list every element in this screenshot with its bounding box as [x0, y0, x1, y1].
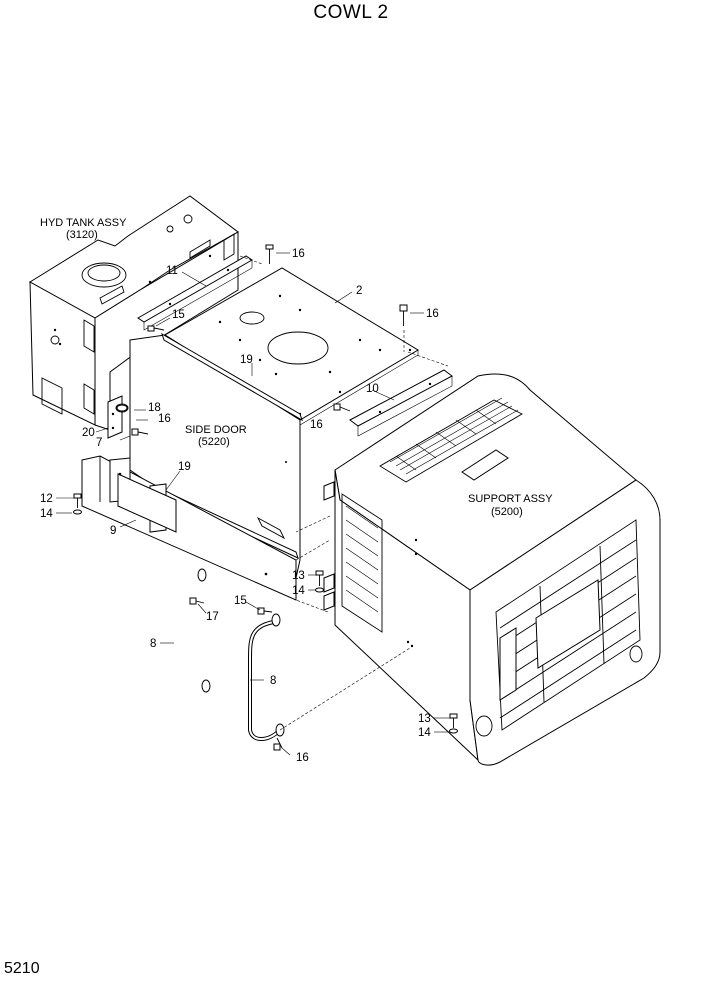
- lower-bracket-9: [81, 455, 297, 601]
- page-number: 5210: [4, 960, 40, 977]
- hinge-bracket-20: [107, 395, 129, 439]
- hyd-tank-code: (3120): [66, 229, 98, 241]
- bracket-11: [137, 255, 253, 331]
- callout-16-hinge: 16: [158, 413, 171, 425]
- callout-8-right: 8: [270, 675, 276, 687]
- bolt-16-hinge: [131, 428, 149, 436]
- callout-16-right: 16: [426, 308, 439, 320]
- bolt-13-washer-14-bottom: [449, 713, 458, 734]
- leader-lines: [56, 252, 450, 756]
- support-assembly: [323, 373, 661, 766]
- callout-14-left: 14: [40, 508, 53, 520]
- support-assy-label: SUPPORT ASSY: [468, 493, 553, 505]
- grab-handle-left: [172, 568, 211, 699]
- bolt-16-top: [265, 244, 274, 264]
- callout-17: 17: [206, 611, 219, 623]
- side-door-code: (5220): [198, 436, 230, 448]
- callout-10: 10: [366, 383, 379, 395]
- seal-strip-19-upper: [161, 332, 303, 422]
- callout-7: 7: [96, 437, 102, 449]
- bolt-16-mid: [333, 403, 351, 412]
- bolt-16-bottom: [273, 737, 283, 751]
- callout-2: 2: [356, 285, 362, 297]
- bolt-12-washer-14: [73, 493, 82, 515]
- callout-15-lower: 15: [234, 595, 247, 607]
- callout-19-upper: 19: [240, 354, 253, 366]
- bolt-17: [189, 597, 205, 605]
- support-assy-code: (5200): [491, 506, 523, 518]
- callout-15-upper: 15: [172, 309, 185, 321]
- callout-16-bottom: 16: [296, 752, 309, 764]
- callout-18: 18: [148, 402, 161, 414]
- bolt-15-upper: [147, 325, 165, 332]
- bracket-10: [349, 369, 453, 437]
- page-title: COWL 2: [313, 2, 389, 23]
- nut-18: [116, 404, 128, 412]
- bolt-16-right: [399, 304, 408, 326]
- bolt-15-lower: [257, 607, 273, 615]
- callout-20: 20: [82, 427, 95, 439]
- callout-11: 11: [166, 265, 178, 277]
- callout-13-bottom: 13: [418, 713, 431, 725]
- bolt-13-washer-14-mid: [315, 570, 324, 593]
- side-door-label: SIDE DOOR: [185, 424, 247, 436]
- callout-19-lower: 19: [178, 461, 191, 473]
- callout-13-mid: 13: [292, 570, 305, 582]
- callout-14-bottom: 14: [418, 727, 431, 739]
- callout-16-mid: 16: [310, 419, 323, 431]
- callout-9: 9: [110, 525, 116, 537]
- hyd-tank-label: HYD TANK ASSY: [40, 217, 127, 229]
- callout-16-top: 16: [292, 248, 305, 260]
- callout-14-mid: 14: [292, 585, 305, 597]
- grab-handle-right: [248, 613, 285, 741]
- callout-8-left: 8: [150, 638, 156, 650]
- callout-12: 12: [40, 493, 53, 505]
